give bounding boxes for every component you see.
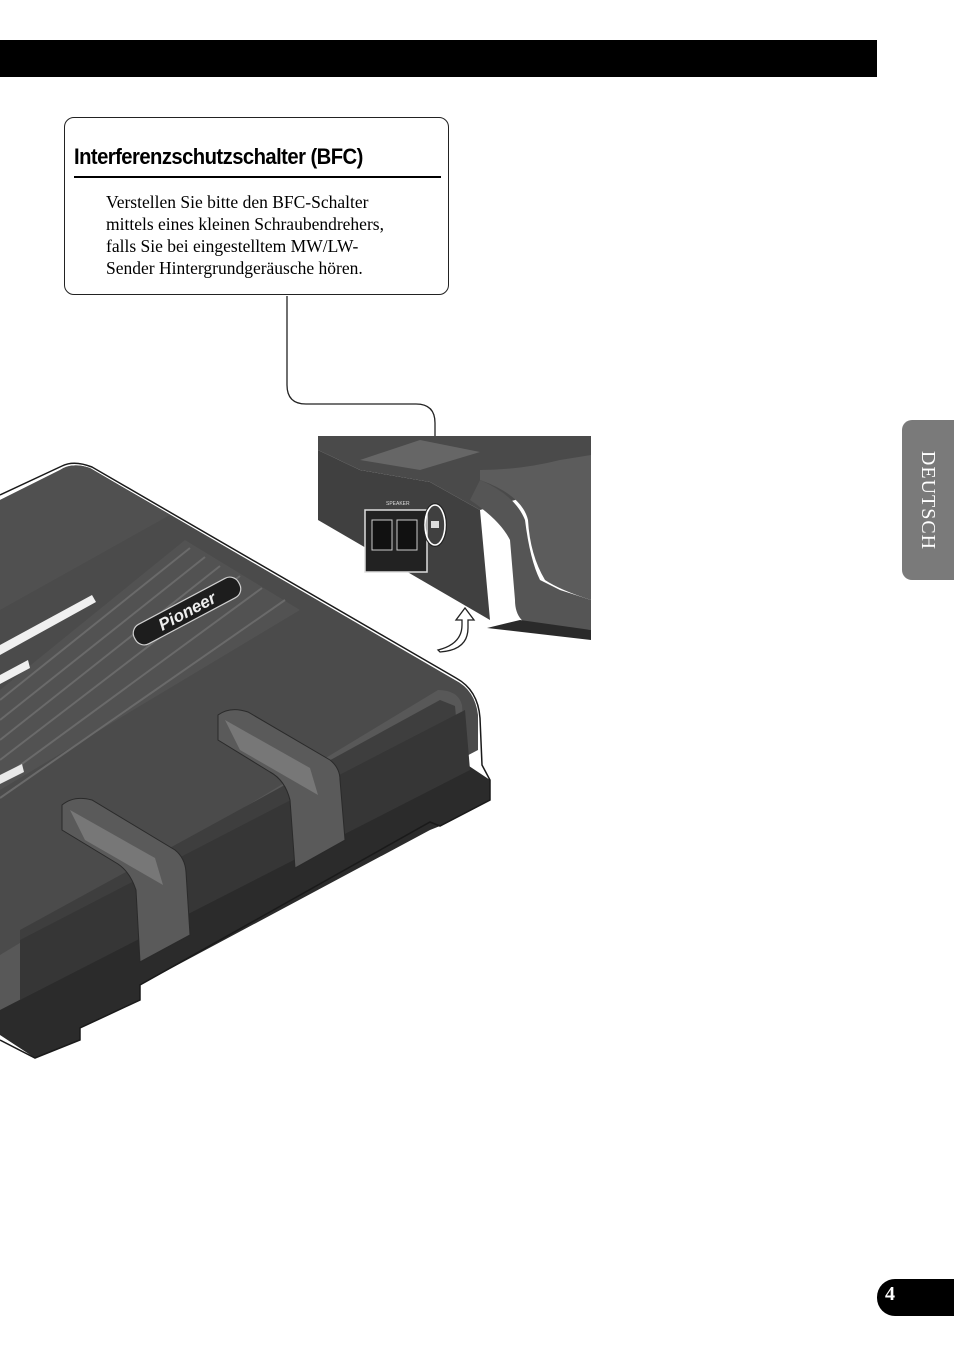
terminal-closeup-illustration: SPEAKER bbox=[318, 436, 591, 643]
callout-body-line: mittels eines kleinen Schraubendrehers, bbox=[106, 214, 384, 234]
terminal-label: SPEAKER bbox=[386, 501, 410, 507]
page-number: 4 bbox=[885, 1283, 895, 1305]
amplifier-body: Pioneer bbox=[0, 462, 491, 1059]
language-tab-label: DEUTSCH bbox=[917, 450, 940, 550]
bfc-callout: Interferenzschutzschalter (BFC) Verstell… bbox=[64, 117, 449, 295]
callout-body-line: Sender Hintergrundgeräusche hören. bbox=[106, 258, 363, 278]
language-tab-label-wrap: DEUTSCH bbox=[902, 420, 954, 580]
callout-body-line: falls Sie bei eingestelltem MW/LW- bbox=[106, 236, 359, 256]
speaker-terminal-block: SPEAKER bbox=[364, 501, 428, 573]
language-tab bbox=[902, 420, 954, 580]
header-bar bbox=[0, 40, 877, 77]
callout-connector bbox=[286, 296, 436, 515]
bfc-switch-highlight bbox=[424, 504, 446, 546]
callout-body-line: Verstellen Sie bitte den BFC-Schalter bbox=[106, 192, 369, 212]
curved-arrow-icon bbox=[436, 606, 476, 653]
callout-divider bbox=[74, 176, 441, 178]
page-number-tab bbox=[877, 1279, 954, 1316]
callout-body: Verstellen Sie bitte den BFC-Schalter mi… bbox=[106, 191, 441, 279]
callout-title: Interferenzschutzschalter (BFC) bbox=[74, 144, 363, 169]
